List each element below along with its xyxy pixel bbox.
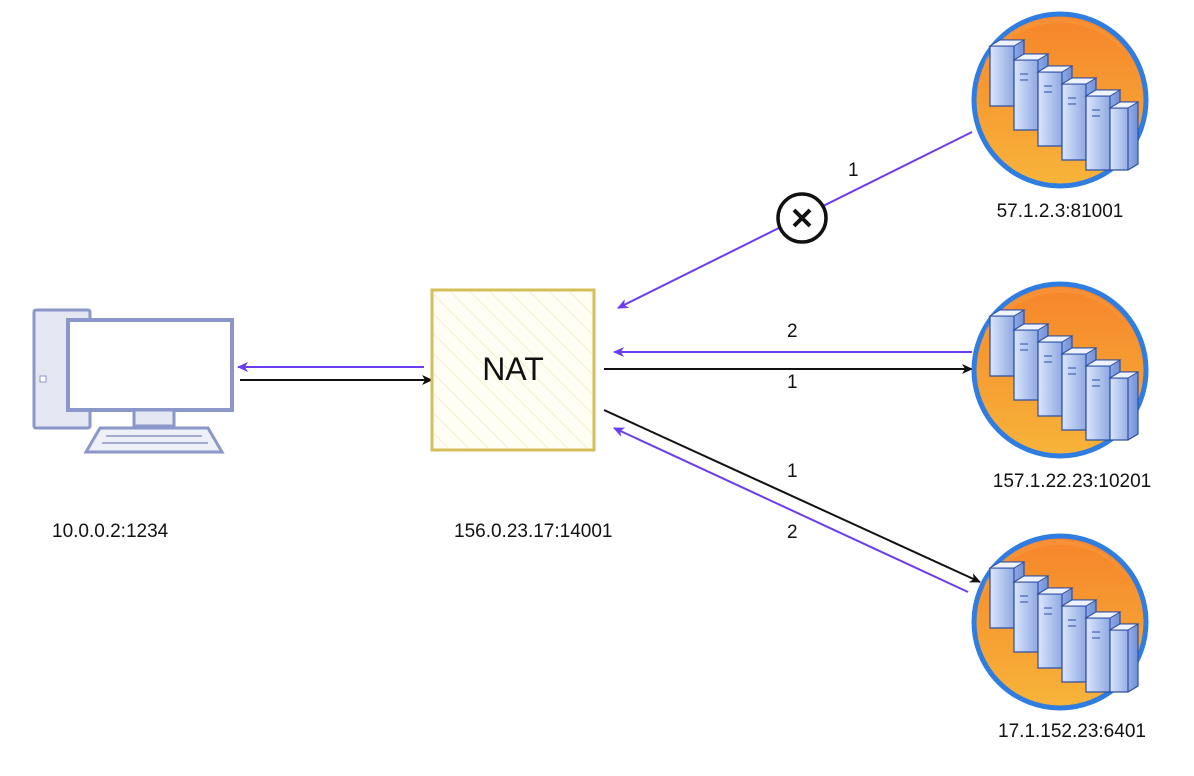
middle-inbound-number: 2 — [787, 321, 798, 342]
bottom-server-inbound-arrow — [613, 427, 969, 593]
server-rack-icon — [974, 14, 1146, 186]
client-address-label: 10.0.0.2:1234 — [52, 521, 169, 542]
server-rack-icon — [974, 284, 1146, 456]
middle-outbound-number: 1 — [787, 372, 798, 393]
server-bottom: 17.1.152.23:6401 — [974, 536, 1146, 742]
bottom-outbound-number: 1 — [787, 461, 798, 482]
server-middle: 157.1.22.23:10201 — [974, 284, 1151, 492]
nat-box: NAT 156.0.23.17:14001 — [430, 288, 613, 542]
top-inbound-number: 1 — [848, 160, 859, 181]
server-top-address-label: 57.1.2.3:81001 — [997, 201, 1124, 222]
server-middle-address-label: 157.1.22.23:10201 — [993, 471, 1152, 492]
bottom-server-outbound-arrow — [603, 409, 981, 583]
server-rack-icon — [974, 536, 1146, 708]
server-top: 57.1.2.3:81001 — [974, 14, 1146, 222]
blocked-x-circle-icon — [776, 192, 828, 244]
desktop-computer-icon — [32, 308, 234, 454]
bottom-inbound-number: 2 — [787, 522, 798, 543]
nat-label: NAT — [482, 351, 544, 387]
client-computer: 10.0.0.2:1234 — [32, 308, 234, 542]
server-bottom-address-label: 17.1.152.23:6401 — [998, 721, 1146, 742]
nat-address-label: 156.0.23.17:14001 — [454, 521, 613, 542]
